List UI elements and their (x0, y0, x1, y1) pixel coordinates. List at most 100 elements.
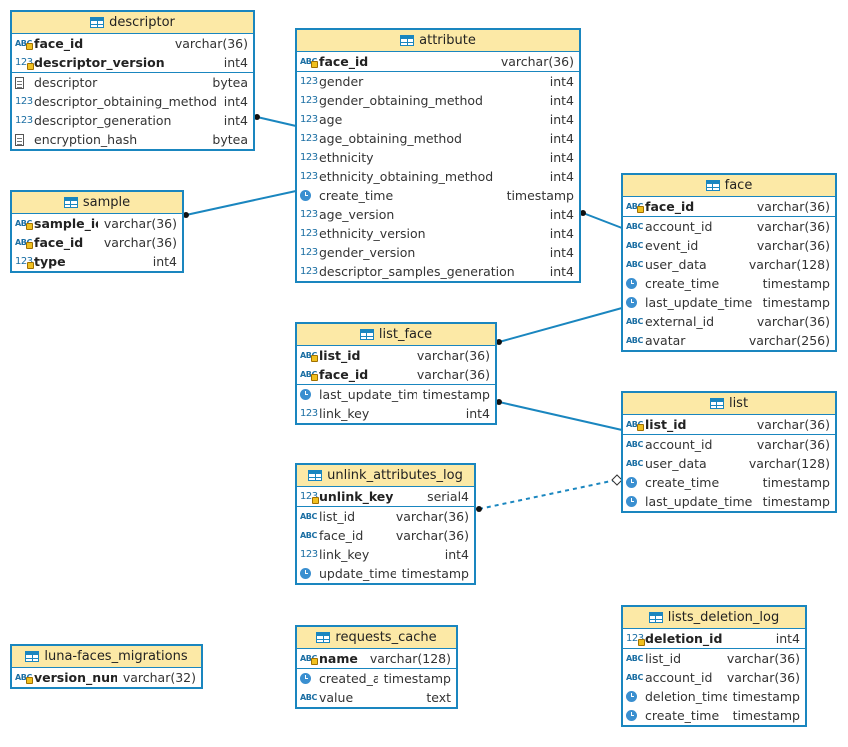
text-icon: ABC (300, 531, 317, 540)
table-header[interactable]: sample (12, 192, 182, 214)
column-row[interactable]: created_attimestamp (297, 669, 456, 688)
table-icon (400, 35, 415, 46)
table-header[interactable]: descriptor (12, 12, 253, 34)
column-type: varchar(36) (756, 219, 830, 234)
table-header[interactable]: luna-faces_migrations (12, 646, 201, 668)
column-name: list_id (319, 348, 361, 363)
column-type: varchar(36) (103, 216, 177, 231)
column-type: varchar(36) (416, 367, 490, 382)
table-header[interactable]: attribute (297, 30, 579, 52)
number-icon: 123 (300, 247, 318, 258)
column-name: last_update_time (645, 494, 753, 509)
column-name: descriptor_version (34, 55, 165, 70)
column-name: deletion_time (645, 689, 727, 704)
column-section: created_attimestampABCvaluetext (297, 669, 456, 707)
table-title: requests_cache (335, 630, 437, 645)
column-type: varchar(128) (748, 456, 830, 471)
column-type: int4 (549, 112, 574, 127)
column-name: link_key (319, 406, 370, 421)
column-type: timestamp (762, 295, 830, 310)
table-header[interactable]: list (623, 393, 835, 415)
column-name: list_id (319, 509, 356, 524)
table-icon (705, 180, 720, 191)
table-header[interactable]: list_face (297, 324, 495, 346)
table-header[interactable]: unlink_attributes_log (297, 465, 474, 487)
clock-icon (626, 278, 642, 289)
column-type: varchar(256) (748, 333, 830, 348)
column-name: age_version (319, 207, 395, 222)
number-key-icon: 123 (626, 633, 645, 646)
column-type: timestamp (732, 689, 800, 704)
table-header[interactable]: lists_deletion_log (623, 607, 805, 629)
table-header[interactable]: requests_cache (297, 627, 456, 649)
column-type: int4 (549, 74, 574, 89)
table-header[interactable]: face (623, 175, 835, 197)
column-row[interactable]: deletion_time timestamp (623, 687, 805, 706)
column-type: varchar(36) (395, 528, 469, 543)
